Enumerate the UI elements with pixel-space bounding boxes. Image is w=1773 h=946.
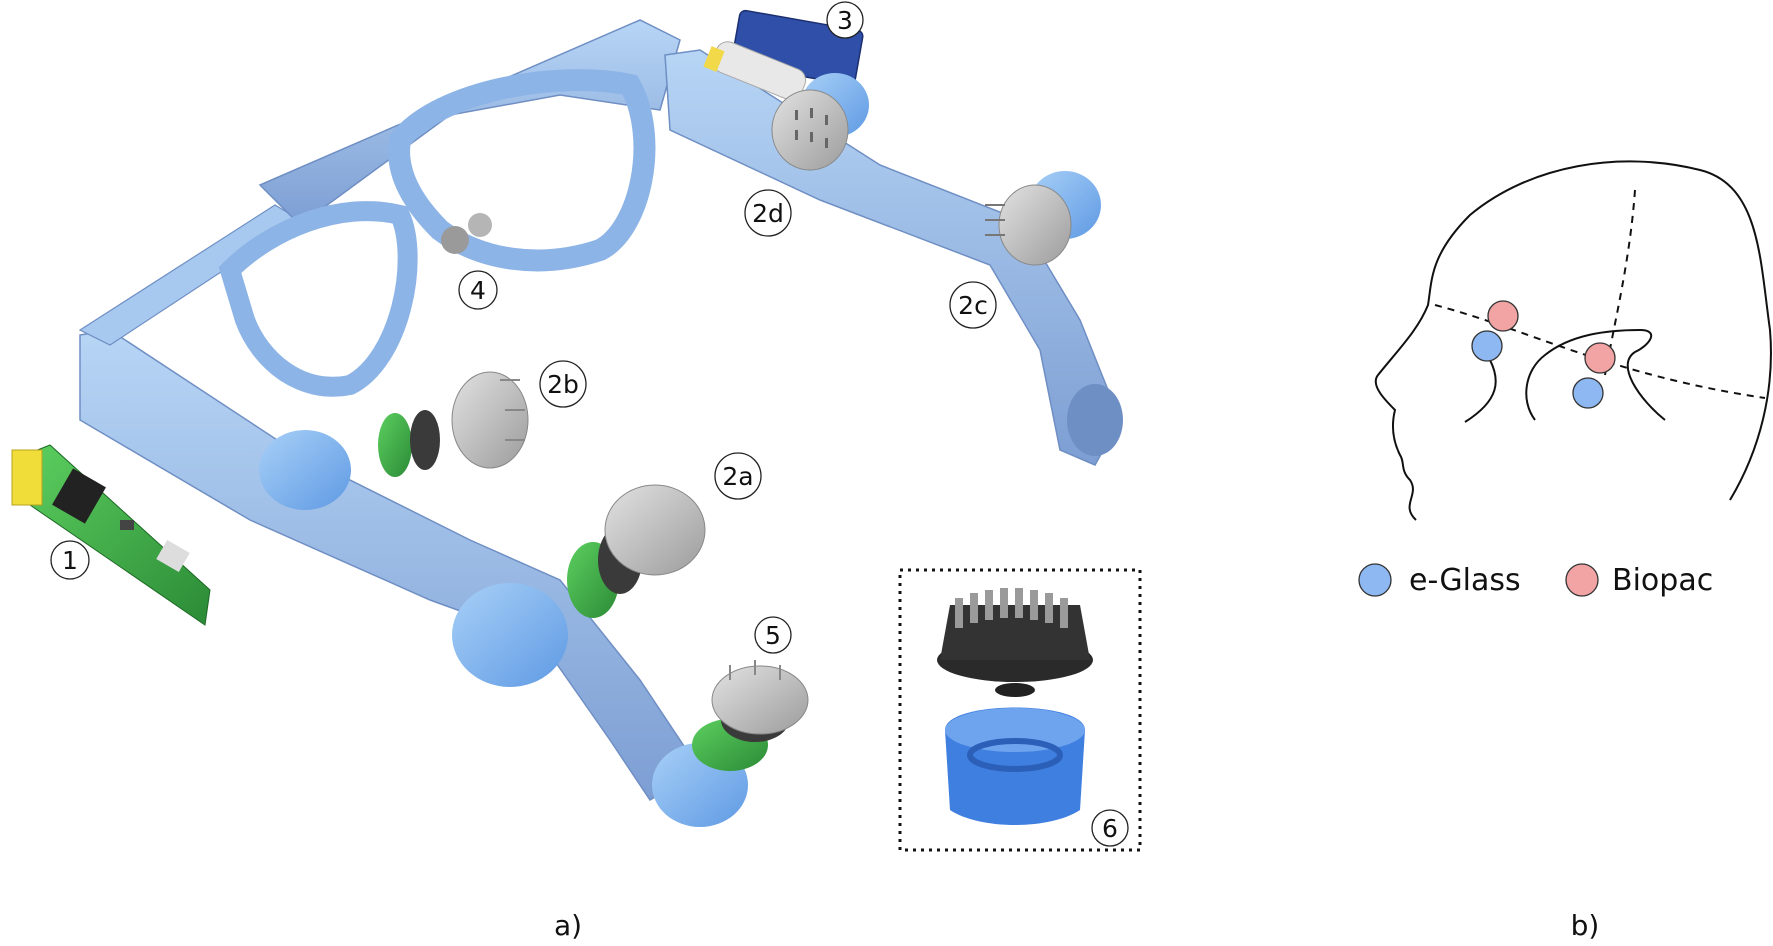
pins-2c	[985, 204, 1005, 236]
nose-pad-2	[468, 213, 492, 237]
legend-eglass: e-Glass	[1358, 563, 1521, 598]
electrode-holder	[945, 707, 1085, 825]
panel-b-legend: e-Glass Biopac	[1358, 563, 1713, 598]
disc-2c	[998, 184, 1072, 266]
inset-box	[898, 568, 1142, 852]
pcb-2b	[378, 413, 412, 477]
left-arm-front-plate	[78, 204, 302, 346]
callout-3: 3	[826, 1, 864, 39]
disc-2a	[604, 484, 706, 576]
callout-2a: 2a	[714, 452, 762, 500]
callout-6: 6	[1091, 809, 1129, 847]
svg-text:2c: 2c	[958, 291, 988, 320]
eglass-electrode-forehead	[1471, 330, 1503, 362]
biopac-electrode-temple	[1584, 342, 1616, 374]
cap-2a	[452, 583, 568, 687]
eglass-electrode-temple	[1572, 377, 1604, 409]
svg-text:e-Glass: e-Glass	[1409, 563, 1521, 598]
ring-2b	[410, 410, 440, 470]
callout-4: 4	[458, 270, 498, 310]
pins-2b	[500, 379, 525, 441]
svg-text:4: 4	[470, 276, 486, 305]
svg-text:2a: 2a	[722, 462, 753, 491]
svg-text:5: 5	[765, 621, 781, 650]
callout-1: 1	[50, 540, 90, 580]
svg-text:6: 6	[1102, 814, 1118, 843]
pcb-module	[11, 444, 211, 626]
front-frame-bar	[258, 19, 681, 226]
svg-text:Biopac: Biopac	[1612, 563, 1713, 598]
svg-text:1: 1	[62, 546, 78, 575]
panel-b-electrodes	[1471, 300, 1616, 409]
callout-2d: 2d	[744, 189, 792, 237]
callout-2b: 2b	[539, 360, 587, 408]
callout-5: 5	[754, 616, 792, 654]
callout-2c: 2c	[949, 281, 997, 329]
svg-text:2b: 2b	[547, 370, 579, 399]
legend-biopac-swatch	[1565, 563, 1599, 597]
pins-2d	[795, 108, 828, 148]
lens-rim-left	[218, 201, 418, 397]
right-arm-tip	[1067, 384, 1123, 456]
panel-a-illustration	[11, 9, 1142, 852]
disc-2d	[771, 89, 849, 171]
ear-outline	[1525, 328, 1666, 421]
legend-biopac: Biopac	[1565, 563, 1713, 598]
pins-5	[729, 660, 781, 680]
nose-pad	[441, 226, 469, 254]
biopac-electrode-forehead	[1487, 300, 1519, 332]
panel-a-callouts: 1 2a 2b 2c 2d 3 4 5	[50, 1, 1129, 847]
lens-rim	[388, 69, 656, 272]
disc-5	[711, 665, 809, 735]
cap-2b	[259, 430, 351, 510]
right-temple-arm	[664, 49, 1121, 466]
svg-text:2d: 2d	[752, 199, 784, 228]
cheek-line	[1464, 359, 1497, 423]
panel-b-head	[1374, 160, 1772, 521]
dry-electrode	[937, 588, 1093, 697]
svg-text:3: 3	[837, 6, 853, 35]
disc-2b	[451, 371, 529, 469]
panel-b-caption: b)	[1571, 909, 1600, 942]
panel-a-caption: a)	[554, 909, 582, 942]
head-outline	[1374, 160, 1772, 521]
legend-eglass-swatch	[1358, 563, 1392, 597]
